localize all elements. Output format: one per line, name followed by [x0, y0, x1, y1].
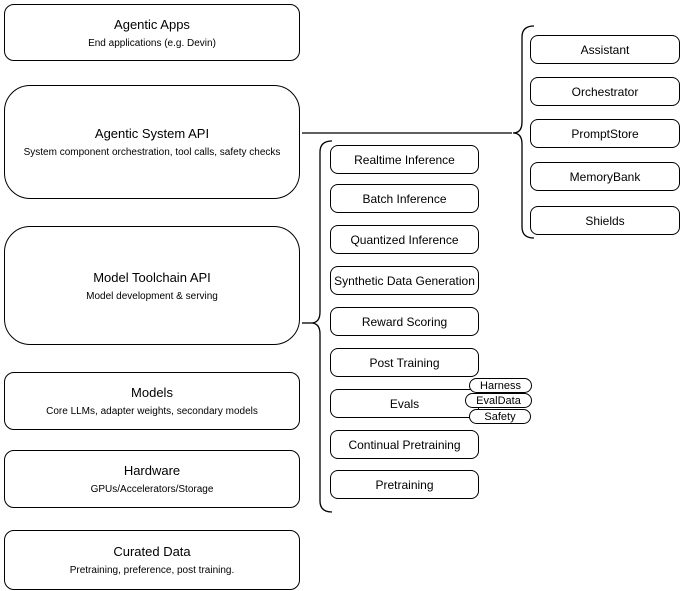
box-subtitle: Core LLMs, adapter weights, secondary mo… [46, 406, 258, 417]
system-box-promptstore: PromptStore [530, 119, 680, 148]
toolchain-box-quantized-inference: Quantized Inference [330, 225, 479, 254]
evals-tag-safety: Safety [469, 409, 531, 424]
box-label: Continual Pretraining [348, 437, 461, 452]
system-box-shields: Shields [530, 206, 680, 235]
box-subtitle: End applications (e.g. Devin) [88, 37, 216, 49]
box-subtitle: Model development & serving [86, 290, 218, 302]
box-label: Reward Scoring [361, 314, 448, 329]
box-subtitle: System component orchestration, tool cal… [23, 147, 281, 158]
box-label: MemoryBank [569, 169, 641, 184]
system-box-orchestrator: Orchestrator [530, 77, 680, 106]
box-title: Model Toolchain API [93, 269, 211, 285]
box-subtitle: Pretraining, preference, post training. [69, 565, 235, 576]
box-title: Agentic Apps [114, 16, 190, 32]
box-label: Shields [585, 213, 625, 228]
stack-box-model-toolchain-api: Model Toolchain API Model development & … [4, 226, 300, 345]
box-label: PromptStore [571, 126, 639, 141]
box-label: Evals [389, 396, 420, 411]
toolchain-box-evals: Evals [330, 389, 479, 418]
box-label: Post Training [369, 355, 440, 370]
tag-label: Harness [480, 379, 521, 392]
tag-label: EvalData [476, 394, 521, 407]
toolchain-brace [310, 140, 333, 513]
toolchain-box-pretraining: Pretraining [330, 470, 479, 499]
system-brace [512, 25, 535, 239]
box-label: Realtime Inference [354, 152, 455, 167]
box-label: Orchestrator [571, 84, 639, 99]
tag-label: Safety [484, 410, 516, 423]
system-box-memorybank: MemoryBank [530, 162, 680, 191]
box-label: Pretraining [375, 477, 434, 492]
toolchain-box-reward-scoring: Reward Scoring [330, 307, 479, 336]
box-title: Models [131, 385, 173, 400]
box-title: Hardware [123, 463, 181, 478]
box-title: Agentic System API [94, 126, 210, 141]
stack-box-models: Models Core LLMs, adapter weights, secon… [4, 372, 300, 430]
toolchain-box-post-training: Post Training [330, 348, 479, 377]
box-label: Synthetic Data Generation [334, 273, 475, 288]
stack-box-agentic-apps: Agentic Apps End applications (e.g. Devi… [4, 4, 300, 61]
evals-tag-evaldata: EvalData [465, 393, 532, 408]
box-label: Quantized Inference [350, 232, 459, 247]
box-title: Curated Data [113, 544, 191, 559]
box-label: Assistant [580, 42, 630, 57]
stack-box-hardware: Hardware GPUs/Accelerators/Storage [4, 450, 300, 508]
box-subtitle: GPUs/Accelerators/Storage [90, 484, 214, 495]
toolchain-box-continual-pretraining: Continual Pretraining [330, 430, 479, 459]
stack-box-curated-data: Curated Data Pretraining, preference, po… [4, 530, 300, 590]
evals-tag-harness: Harness [469, 378, 532, 393]
box-label: Batch Inference [362, 191, 447, 206]
toolchain-box-realtime-inference: Realtime Inference [330, 145, 479, 174]
stack-box-agentic-system-api: Agentic System API System component orch… [4, 85, 300, 199]
toolchain-box-batch-inference: Batch Inference [330, 184, 479, 213]
system-box-assistant: Assistant [530, 35, 680, 64]
toolchain-box-synthetic-data-generation: Synthetic Data Generation [330, 266, 479, 295]
